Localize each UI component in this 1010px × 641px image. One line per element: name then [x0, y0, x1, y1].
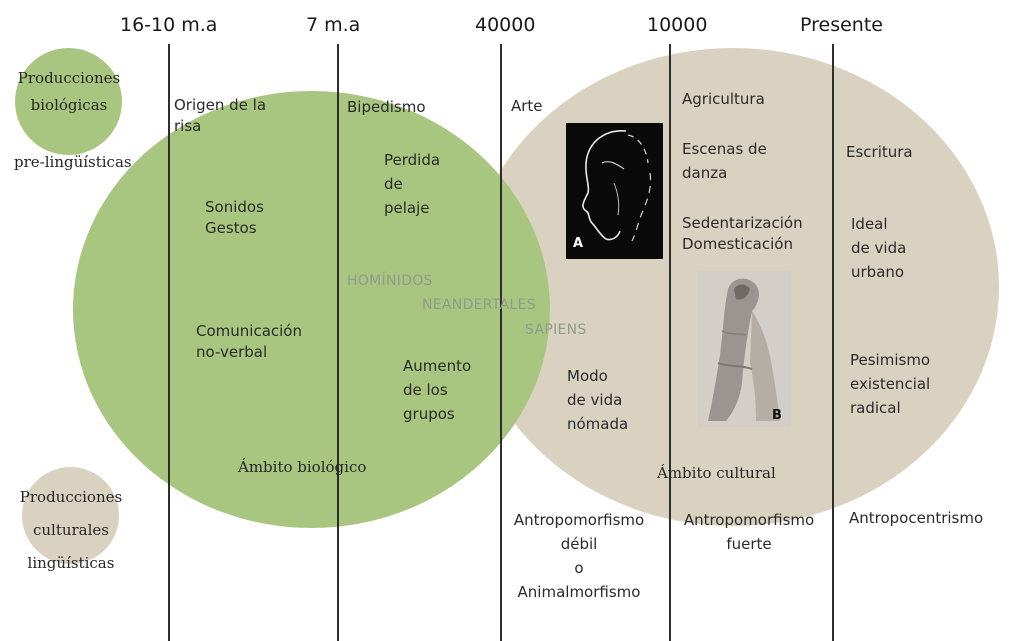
- species-neanderthals: NEANDERTALES: [422, 297, 536, 313]
- timeline-label-40000: 40000: [475, 14, 536, 36]
- legend-biological-circle: [15, 48, 122, 155]
- face-profile-drawing: [582, 130, 652, 242]
- scope-cultural: Ámbito cultural: [657, 464, 776, 482]
- legend-cultural-text: Producciones culturales lingüísticas: [19, 488, 123, 572]
- fur-loss: Perdida de pelaje: [384, 151, 441, 217]
- legend-biological-text: Producciones biológicas: [17, 69, 121, 114]
- image-a-label: A: [573, 236, 584, 251]
- scope-biological: Ámbito biológico: [238, 458, 367, 476]
- image-b-label: B: [772, 408, 782, 423]
- anthropocentrism: Antropocentrismo: [849, 509, 984, 527]
- timeline-line-7-ma: [337, 44, 339, 641]
- species-sapiens: SAPIENS: [525, 322, 587, 338]
- sculpture-drawing: [698, 271, 791, 427]
- sounds-gestures: Sonidos Gestos: [205, 198, 264, 237]
- sedentarization-domestication: Sedentarización Domesticación: [682, 214, 803, 253]
- timeline-line-presente: [832, 44, 834, 641]
- origin-of-laughter: Origen de la risa: [174, 96, 267, 135]
- weak-anthropomorphism: Antropomorfismo débil o Animalmorfismo: [513, 511, 645, 601]
- image-b-sculpture: B: [698, 271, 791, 427]
- timeline-label-10000: 10000: [647, 14, 708, 36]
- agriculture: Agricultura: [682, 90, 765, 108]
- dance-scenes: Escenas de danza: [682, 140, 767, 182]
- nonverbal-communication: Comunicación no-verbal: [196, 322, 302, 361]
- art: Arte: [511, 97, 543, 115]
- legend-cultural-circle: [22, 467, 119, 564]
- timeline-line-40000: [500, 44, 502, 641]
- group-growth: Aumento de los grupos: [403, 357, 472, 423]
- biological-sphere: [73, 91, 550, 528]
- writing: Escritura: [846, 143, 913, 161]
- nomadic-life: Modo de vida nómada: [567, 367, 629, 433]
- species-hominids: HOMÍNIDOS: [347, 273, 433, 289]
- timeline-line-16-10-ma: [168, 44, 170, 641]
- timeline-line-10000: [669, 44, 671, 641]
- image-a-cave-drawing: A: [566, 123, 663, 259]
- existential-pessimism: Pesimismo existencial radical: [850, 351, 931, 417]
- bipedalism: Bipedismo: [347, 98, 426, 116]
- urban-life-ideal: Ideal de vida urbano: [851, 215, 907, 281]
- timeline-label-presente: Presente: [800, 14, 883, 36]
- timeline-label-16-10-ma: 16-10 m.a: [120, 14, 218, 36]
- legend-biological-text-3: pre-lingüísticas: [14, 153, 132, 171]
- timeline-label-7-ma: 7 m.a: [306, 14, 361, 36]
- strong-anthropomorphism: Antropomorfismo fuerte: [683, 511, 815, 553]
